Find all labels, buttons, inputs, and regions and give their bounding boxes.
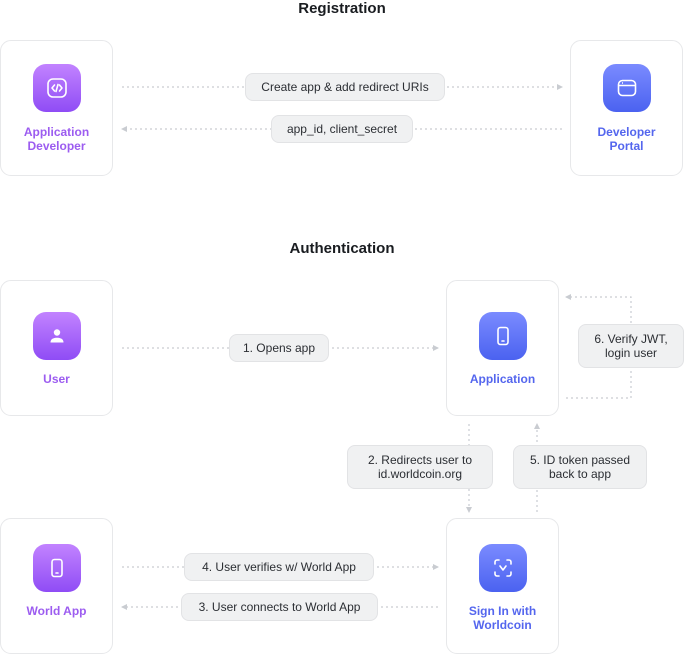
user-label: User [43, 372, 70, 386]
sign-in-card: Sign In with Worldcoin [446, 518, 559, 654]
create-app-label: Create app & add redirect URIs [245, 73, 445, 101]
phone-icon [479, 312, 527, 360]
person-icon [33, 312, 81, 360]
id-token-label: 5. ID token passed back to app [513, 445, 647, 489]
user-card: User [0, 280, 113, 416]
user-connects-label: 3. User connects to World App [181, 593, 378, 621]
world-app-label: World App [26, 604, 87, 618]
credentials-label: app_id, client_secret [271, 115, 413, 143]
phone-icon [33, 544, 81, 592]
developer-portal-card: Developer Portal [570, 40, 683, 176]
authentication-title: Authentication [289, 240, 395, 257]
application-card: Application [446, 280, 559, 416]
code-icon [33, 64, 81, 112]
face-scan-icon [479, 544, 527, 592]
registration-title: Registration [298, 0, 386, 17]
application-label: Application [469, 372, 536, 386]
developer-portal-label: Developer Portal [597, 125, 656, 153]
verify-jwt-label: 6. Verify JWT, login user [578, 324, 684, 368]
sign-in-label: Sign In with Worldcoin [468, 604, 537, 632]
browser-window-icon [603, 64, 651, 112]
world-app-card: World App [0, 518, 113, 654]
user-verifies-label: 4. User verifies w/ World App [184, 553, 374, 581]
app-developer-label: Application Developer [23, 125, 90, 153]
app-developer-card: Application Developer [0, 40, 113, 176]
opens-app-label: 1. Opens app [229, 334, 329, 362]
redirects-label: 2. Redirects user to id.worldcoin.org [347, 445, 493, 489]
